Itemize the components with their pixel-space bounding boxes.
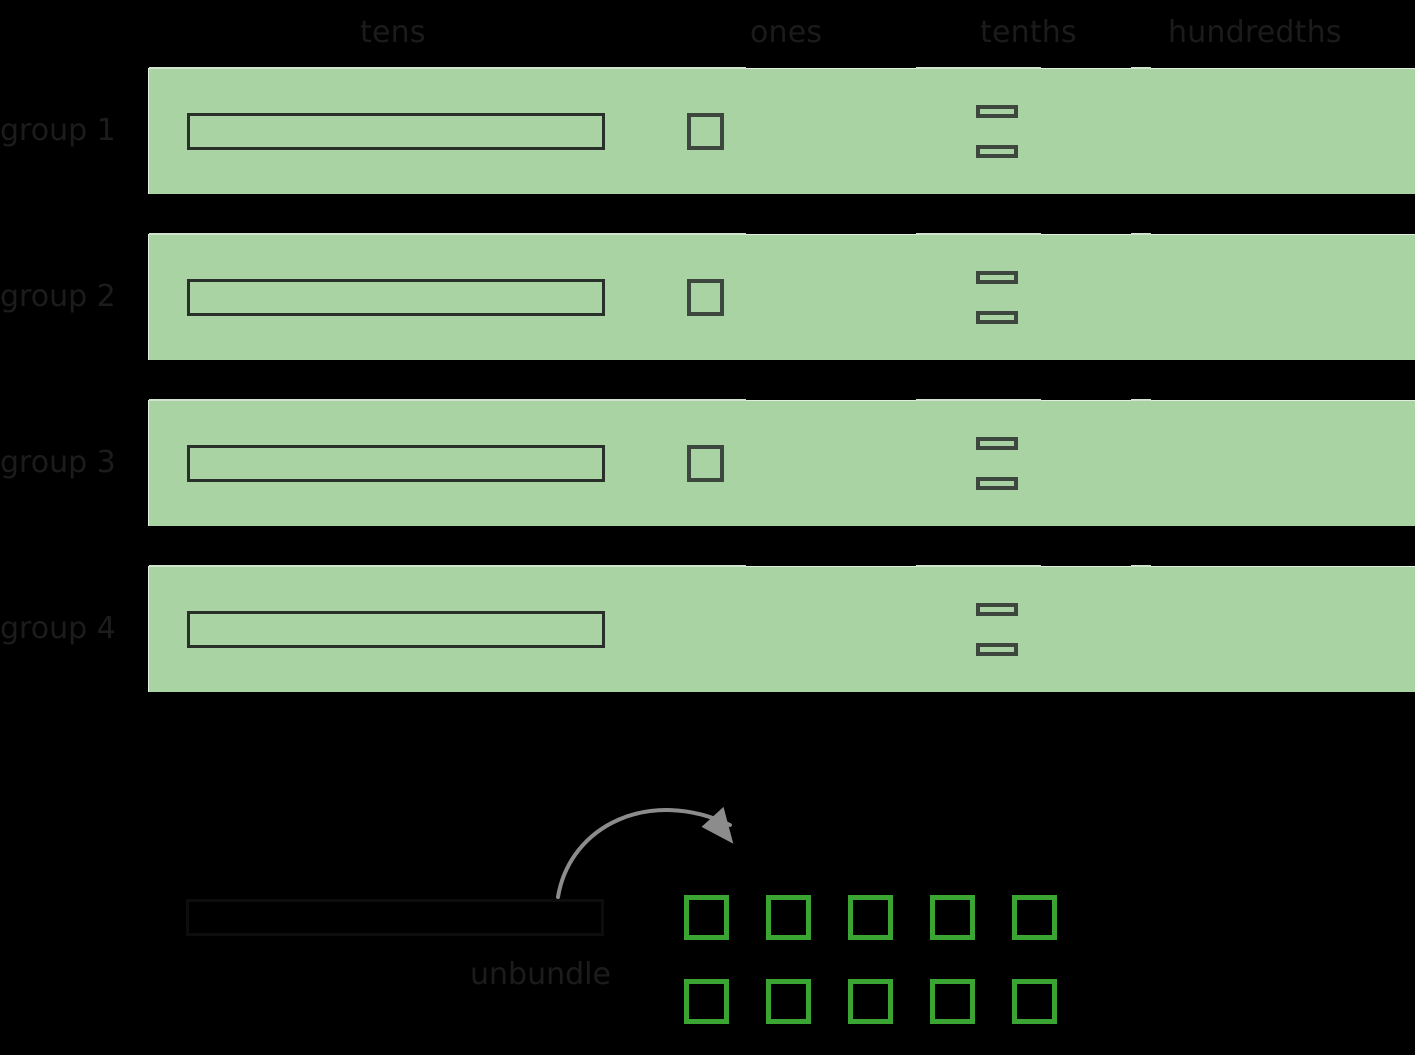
- column-divider-tick: [1131, 233, 1151, 235]
- place-value-row: [148, 399, 1415, 526]
- column-divider-tick: [916, 233, 1041, 235]
- tens-bar[interactable]: [187, 611, 605, 648]
- unit-square[interactable]: [766, 979, 811, 1024]
- group-label: group 1: [0, 113, 116, 148]
- place-value-row: [148, 67, 1415, 194]
- column-divider-tick: [149, 565, 746, 567]
- column-divider-tick: [149, 67, 746, 69]
- tens-bar[interactable]: [187, 113, 605, 150]
- ones-square[interactable]: [687, 445, 724, 482]
- tenth-strip[interactable]: [976, 437, 1018, 450]
- column-divider-tick: [916, 399, 1041, 401]
- place-value-row: [148, 565, 1415, 692]
- column-header-tenths: tenths: [980, 15, 1077, 50]
- tenth-strip[interactable]: [976, 105, 1018, 118]
- column-header-ones: ones: [750, 15, 823, 50]
- unbundle-label: unbundle: [470, 957, 611, 992]
- column-divider-tick: [916, 67, 1041, 69]
- unit-square[interactable]: [766, 895, 811, 940]
- column-header-tens: tens: [360, 15, 426, 50]
- ones-square[interactable]: [687, 279, 724, 316]
- column-divider-tick: [1131, 67, 1151, 69]
- unit-square[interactable]: [930, 979, 975, 1024]
- unit-square[interactable]: [930, 895, 975, 940]
- unbundle-source-tens-bar[interactable]: [186, 899, 604, 936]
- column-divider-tick: [1131, 399, 1151, 401]
- tenth-strip[interactable]: [976, 603, 1018, 616]
- tens-bar[interactable]: [187, 279, 605, 316]
- group-label: group 3: [0, 445, 116, 480]
- group-label: group 2: [0, 279, 116, 314]
- unbundle-arrow: [530, 785, 810, 899]
- column-divider-tick: [149, 233, 746, 235]
- group-label: group 4: [0, 611, 116, 646]
- unit-square[interactable]: [1012, 895, 1057, 940]
- unit-square[interactable]: [684, 979, 729, 1024]
- place-value-row: [148, 233, 1415, 360]
- column-divider-tick: [1131, 565, 1151, 567]
- tenth-strip[interactable]: [976, 145, 1018, 158]
- tenth-strip[interactable]: [976, 643, 1018, 656]
- tenth-strip[interactable]: [976, 271, 1018, 284]
- tens-bar[interactable]: [187, 445, 605, 482]
- unit-square[interactable]: [848, 895, 893, 940]
- unit-square[interactable]: [1012, 979, 1057, 1024]
- tenth-strip[interactable]: [976, 311, 1018, 324]
- unit-square[interactable]: [684, 895, 729, 940]
- column-header-hundredths: hundredths: [1168, 15, 1342, 50]
- column-divider-tick: [149, 399, 746, 401]
- tenth-strip[interactable]: [976, 477, 1018, 490]
- unit-square[interactable]: [848, 979, 893, 1024]
- curved-arrow-icon: [556, 806, 734, 899]
- column-divider-tick: [916, 565, 1041, 567]
- ones-square[interactable]: [687, 113, 724, 150]
